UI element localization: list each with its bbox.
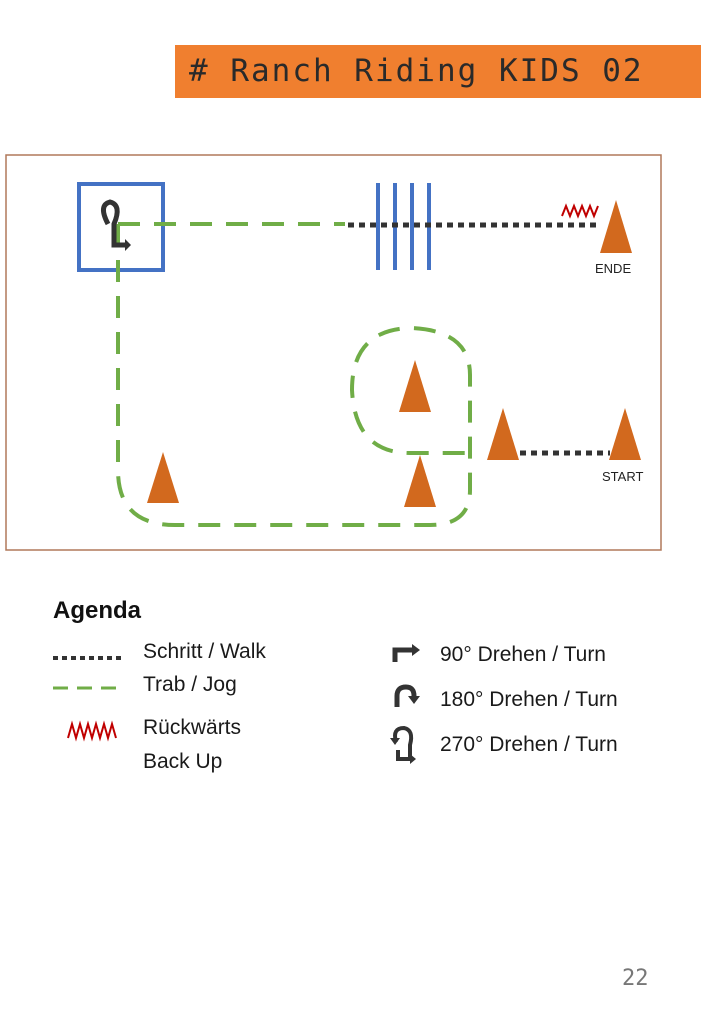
header-bar: # Ranch Riding KIDS 02 [175, 45, 701, 98]
legend-backup: Rückwärts [143, 716, 242, 739]
turn-180-icon [394, 684, 417, 707]
jog-path [116, 222, 472, 527]
legend-turn-90: 90° Drehen / Turn [440, 643, 606, 666]
start-label: START [602, 469, 643, 484]
cone [487, 408, 519, 460]
turn-270-legend-icon [393, 725, 414, 757]
turn-270-icon [101, 199, 125, 248]
page-title: # Ranch Riding KIDS 02 [189, 53, 644, 89]
arena-border [5, 154, 662, 551]
cone [147, 452, 179, 503]
cone [404, 455, 436, 507]
cone-end [600, 200, 632, 253]
cone [399, 360, 431, 412]
legend-turn-180: 180° Drehen / Turn [440, 688, 618, 711]
cone-start [609, 408, 641, 460]
turn-box [77, 182, 165, 272]
legend-backup-en: Back Up [143, 750, 223, 773]
page-number: 22 [622, 966, 649, 991]
cones [147, 200, 641, 507]
backup-legend-icon [67, 720, 117, 742]
legend-title: Agenda [53, 597, 142, 624]
backup-zigzag [561, 203, 599, 219]
turn-90-icon [392, 647, 413, 662]
legend-jog: Trab / Jog [143, 673, 237, 696]
legend-walk: Schritt / Walk [143, 640, 266, 663]
walk-path [348, 222, 610, 456]
end-label: ENDE [595, 261, 631, 276]
legend-turn-270: 270° Drehen / Turn [440, 733, 618, 756]
